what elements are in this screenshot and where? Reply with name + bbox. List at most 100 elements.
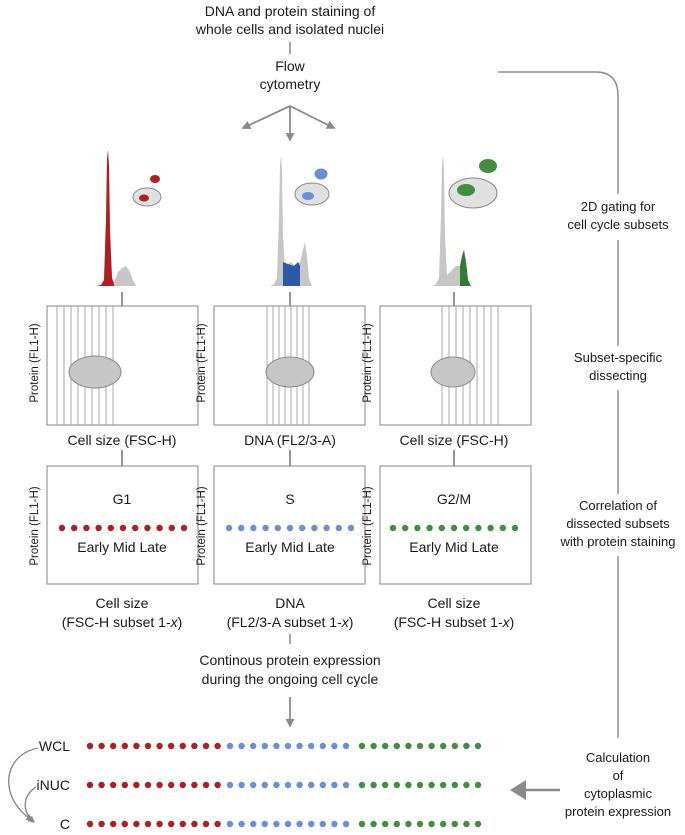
row-dot-g1 — [202, 781, 210, 789]
dot-g2m — [402, 524, 409, 532]
header-line-1: DNA and protein staining of — [205, 3, 376, 19]
dot-g1 — [144, 524, 151, 532]
bottom-label-g1-line2: (FSC-H subset 1-x) — [62, 614, 183, 630]
nucleus-icon — [139, 194, 149, 202]
dot-g1 — [71, 524, 78, 532]
row-dot-g1 — [179, 820, 186, 828]
row-dot-g1 — [179, 781, 186, 789]
row-dot-g2m — [382, 820, 389, 828]
row-dot-g1 — [144, 742, 152, 750]
dot-g1 — [95, 524, 102, 532]
row-dot-s — [250, 781, 257, 789]
histogram-highlight-s — [283, 262, 300, 286]
row-dot-g2m — [440, 742, 447, 750]
phase-label: G1 — [113, 491, 132, 507]
row-dot-g1 — [168, 820, 175, 828]
isolated-nucleus-icon — [150, 175, 160, 183]
bottom-label-g1-line1: Cell size — [96, 595, 149, 611]
row-dot-g2m — [451, 742, 458, 750]
row-dot-s — [273, 820, 280, 828]
dot-s — [225, 524, 233, 532]
dot-s — [262, 524, 269, 532]
early-mid-late-label: Early Mid Late — [245, 539, 335, 555]
dot-g2m — [499, 524, 506, 532]
bottom-label-g2m-line1: Cell size — [428, 595, 481, 611]
arrow-down-left — [241, 105, 291, 130]
row-dot-g2m — [416, 742, 424, 750]
side-step1-line1: 2D gating for — [581, 199, 656, 214]
row-dot-s — [319, 781, 326, 789]
scatter-y-label: Protein (FL1-H) — [362, 323, 374, 402]
row-dot-s — [296, 742, 303, 750]
row-dot-s — [319, 742, 326, 750]
phase-label: G2/M — [437, 491, 471, 507]
row-dot-s — [308, 742, 315, 750]
side-label-bg — [560, 194, 684, 240]
dot-g1 — [107, 524, 115, 532]
side-step4-line4: protein expression — [565, 804, 671, 819]
dot-s — [311, 524, 318, 532]
dots-y-label: Protein (FL1-H) — [29, 486, 41, 565]
row-dot-s — [284, 742, 292, 750]
curved-arrow-wcl-to-c — [8, 747, 39, 821]
row-dot-g2m — [358, 742, 366, 750]
row-dot-g2m — [382, 781, 389, 789]
row-dot-g2m — [393, 820, 400, 828]
row-dot-s — [342, 742, 350, 750]
side-step4-line1: Calculation — [586, 750, 650, 765]
row-dot-s — [331, 781, 338, 789]
row-dot-g1 — [98, 742, 105, 750]
scatter-panel-g2m: Protein (FL1-H) — [362, 305, 532, 426]
row-dot-g2m — [393, 781, 400, 789]
dot-g2m — [463, 524, 470, 532]
row-dot-g1 — [110, 820, 117, 828]
row-dot-g2m — [428, 820, 435, 828]
row-dot-g1 — [98, 781, 105, 789]
dot-g2m — [450, 524, 458, 532]
scatter-y-label: Protein (FL1-H) — [196, 323, 208, 402]
scatter-y-label: Protein (FL1-H) — [29, 323, 41, 402]
histogram-g2m — [432, 155, 498, 286]
dot-g2m — [389, 524, 397, 532]
row-dot-g2m — [463, 742, 470, 750]
right-bracket-line — [498, 71, 619, 738]
row-dot-g2m — [474, 742, 482, 750]
scatter-panel-s: Protein (FL1-H) — [196, 305, 366, 426]
flow-label-1: Flow — [275, 58, 305, 74]
row-label-wcl: WCL — [39, 738, 70, 754]
nucleus-icon — [457, 184, 475, 196]
row-dot-g2m — [463, 781, 470, 789]
row-dot-g2m — [405, 820, 412, 828]
row-dot-g1 — [214, 820, 221, 828]
row-dot-g1 — [179, 742, 186, 750]
scatter-panel-g1: Protein (FL1-H) — [29, 305, 199, 426]
row-dot-g1 — [168, 781, 175, 789]
row-dot-g1 — [214, 742, 221, 750]
row-dot-s — [319, 820, 326, 828]
dot-g1 — [119, 524, 127, 532]
row-dot-s — [284, 781, 292, 789]
row-dot-g2m — [474, 820, 482, 828]
row-dot-s — [331, 820, 338, 828]
dot-g2m — [487, 524, 494, 532]
bottom-label-g2m-line2: (FSC-H subset 1-x) — [394, 614, 515, 630]
row-dot-g1 — [86, 820, 94, 828]
dot-g2m — [414, 524, 421, 532]
row-dot-s — [273, 781, 280, 789]
scatter-x-label-g2m: Cell size (FSC-H) — [400, 432, 509, 448]
row-dot-g1 — [121, 820, 128, 828]
continuous-line-1: Continous protein expression — [199, 652, 380, 668]
row-dot-s — [284, 820, 292, 828]
dot-s — [335, 524, 342, 532]
dot-g1 — [132, 524, 139, 532]
dot-s — [299, 524, 306, 532]
row-dot-g1 — [191, 742, 198, 750]
row-dot-s — [273, 742, 280, 750]
row-dot-g1 — [133, 820, 140, 828]
dots-y-label: Protein (FL1-H) — [196, 486, 208, 565]
row-dot-s — [238, 781, 245, 789]
isolated-nucleus-icon — [479, 159, 497, 173]
row-dot-s — [226, 781, 234, 789]
row-dot-g2m — [405, 742, 412, 750]
early-mid-late-label: Early Mid Late — [409, 539, 499, 555]
